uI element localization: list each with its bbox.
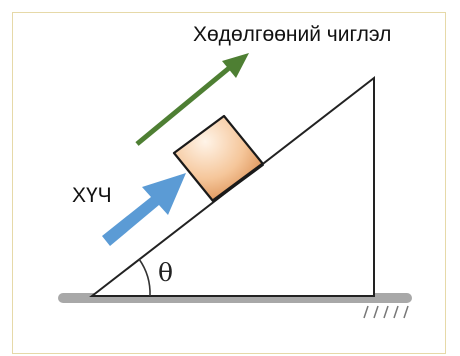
motion-direction-label: Хөдөлгөөний чиглэл — [193, 23, 391, 46]
block — [172, 114, 265, 203]
ground-hatching — [363, 305, 409, 319]
thick-arrow-up-right-icon — [102, 173, 186, 246]
angle-label: θ — [158, 258, 173, 287]
angle-arc — [138, 258, 151, 297]
force-label: ХҮЧ — [72, 184, 112, 207]
arrow-up-right-icon — [135, 53, 249, 146]
